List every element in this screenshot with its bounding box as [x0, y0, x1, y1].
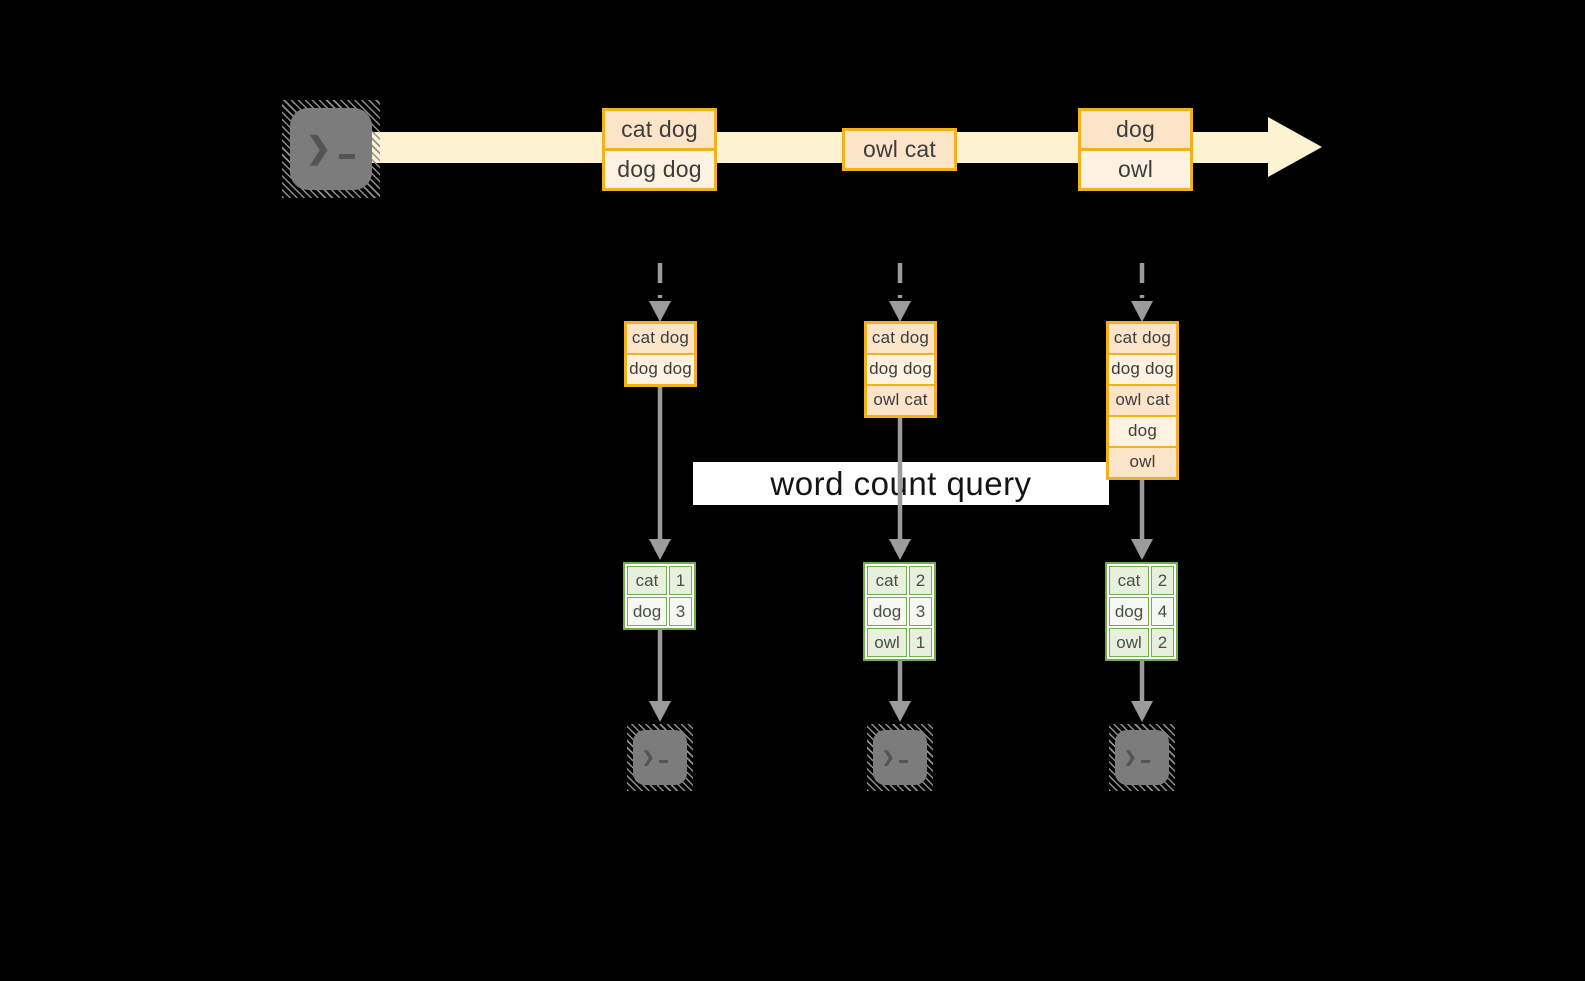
- prompt-underscore-icon: [1140, 760, 1150, 763]
- prompt-chevron-icon: ❯: [306, 132, 332, 165]
- count-value: 4: [1151, 597, 1174, 626]
- terminal-body: ❯: [1115, 730, 1169, 785]
- batch-item: dog: [1081, 111, 1190, 148]
- state-row: dog dog: [1109, 355, 1176, 384]
- count-word: dog: [867, 597, 907, 626]
- terminal-body: ❯: [633, 730, 687, 785]
- count-value: 2: [909, 566, 932, 595]
- state-table-2: cat dog dog dog owl cat: [864, 321, 937, 418]
- count-value: 1: [669, 566, 692, 595]
- terminal-body: ❯: [290, 108, 372, 190]
- query-arrow-col1: [649, 386, 671, 560]
- prompt-chevron-icon: ❯: [1124, 749, 1137, 766]
- batch-item: owl: [1081, 150, 1190, 188]
- prompt-underscore-icon: [339, 153, 356, 159]
- state-row: owl cat: [1109, 386, 1176, 415]
- count-table-1: cat 1 dog 3: [623, 562, 696, 630]
- count-word: owl: [1109, 628, 1149, 657]
- sink-arrow-col1: [649, 627, 671, 722]
- prompt-chevron-icon: ❯: [642, 749, 655, 766]
- sink-terminal-icon-1: ❯: [627, 724, 693, 791]
- state-row: owl: [1109, 448, 1176, 477]
- state-row: cat dog: [867, 324, 934, 353]
- state-row: dog dog: [627, 355, 694, 384]
- stream-batch-3: dog owl: [1078, 108, 1193, 191]
- dashed-arrow-col2: [889, 263, 911, 322]
- terminal-body: ❯: [873, 730, 927, 785]
- state-row: dog: [1109, 417, 1176, 446]
- count-value: 3: [909, 597, 932, 626]
- stream-batch-2: owl cat: [842, 128, 957, 171]
- count-value: 2: [1151, 628, 1174, 657]
- state-row: dog dog: [867, 355, 934, 384]
- count-word: owl: [867, 628, 907, 657]
- prompt-underscore-icon: [658, 760, 668, 763]
- batch-item: owl cat: [845, 131, 954, 168]
- state-row: cat dog: [627, 324, 694, 353]
- stream-batch-1: cat dog dog dog: [602, 108, 717, 191]
- prompt-chevron-icon: ❯: [882, 749, 895, 766]
- stream-arrowhead-icon: [1268, 117, 1322, 177]
- count-value: 2: [1151, 566, 1174, 595]
- query-arrow-col3: [1131, 478, 1153, 560]
- count-word: dog: [627, 597, 667, 626]
- batch-item: cat dog: [605, 111, 714, 148]
- state-row: cat dog: [1109, 324, 1176, 353]
- count-table-2: cat 2 dog 3 owl 1: [863, 562, 936, 661]
- count-value: 3: [669, 597, 692, 626]
- count-word: dog: [1109, 597, 1149, 626]
- batch-item: dog dog: [605, 150, 714, 188]
- state-row: owl cat: [867, 386, 934, 415]
- prompt-underscore-icon: [898, 760, 908, 763]
- dashed-arrow-col3: [1131, 263, 1153, 322]
- state-table-1: cat dog dog dog: [624, 321, 697, 387]
- state-table-3: cat dog dog dog owl cat dog owl: [1106, 321, 1179, 480]
- source-terminal-icon: ❯: [282, 100, 380, 198]
- count-word: cat: [1109, 566, 1149, 595]
- sink-terminal-icon-2: ❯: [867, 724, 933, 791]
- count-word: cat: [867, 566, 907, 595]
- sink-terminal-icon-3: ❯: [1109, 724, 1175, 791]
- count-table-3: cat 2 dog 4 owl 2: [1105, 562, 1178, 661]
- sink-arrow-col2: [889, 657, 911, 722]
- count-word: cat: [627, 566, 667, 595]
- count-value: 1: [909, 628, 932, 657]
- dashed-arrow-col1: [649, 263, 671, 322]
- sink-arrow-col3: [1131, 657, 1153, 722]
- query-arrow-col2: [889, 417, 911, 560]
